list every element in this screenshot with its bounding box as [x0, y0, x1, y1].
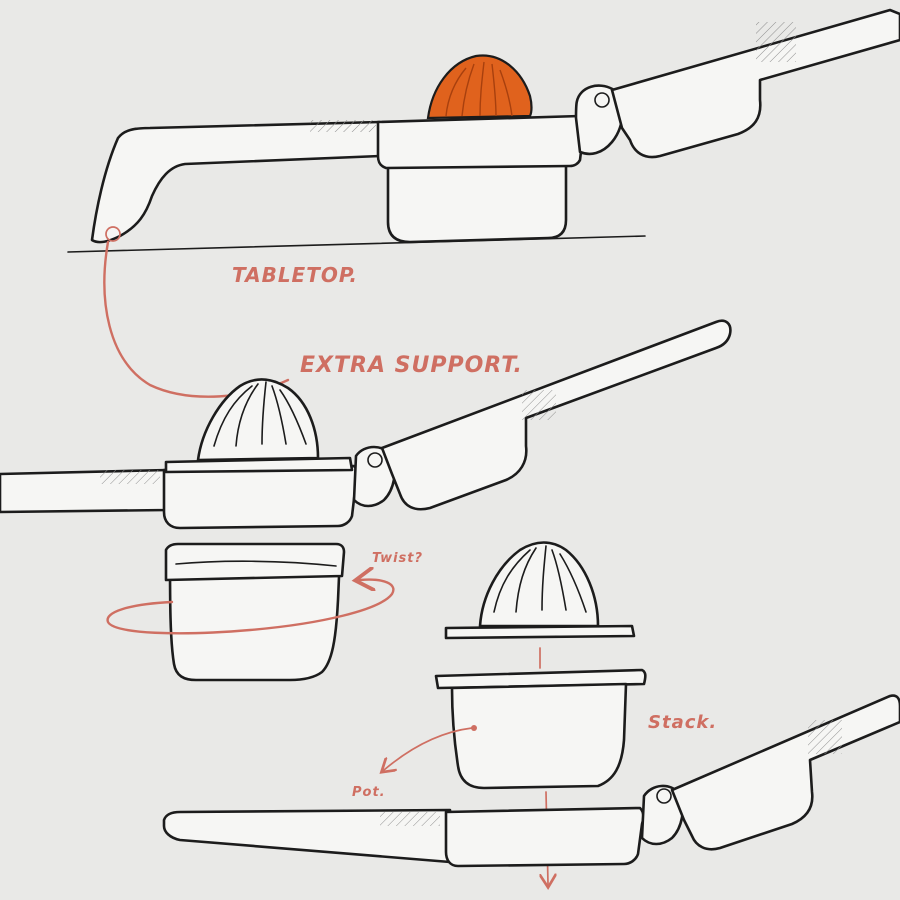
hatch-lower-handle-2: [100, 470, 160, 484]
annotation-extra-support: EXTRA SUPPORT.: [300, 353, 523, 378]
cup-body-1: [386, 158, 568, 244]
hinge-pin-2: [367, 452, 383, 468]
hatch-stack-lower-handle: [380, 812, 440, 826]
hinge-1: [574, 84, 625, 156]
pot-point: [471, 725, 477, 731]
annotation-tabletop: TABLETOP.: [232, 263, 358, 287]
stack-upper-handle: [670, 694, 900, 851]
annotation-stack: Stack.: [648, 712, 717, 733]
hatch-upper-handle-2: [522, 390, 556, 420]
sketch-press-on-tabletop: [67, 8, 900, 253]
upper-handle-2: [380, 319, 732, 511]
stack-reamer-ribs: [493, 545, 587, 613]
stack-reamer-cone: [478, 541, 600, 628]
annotation-pot: Pot.: [352, 785, 386, 800]
hinge-pin-1: [594, 92, 610, 108]
sketch-twist-cup: [164, 542, 346, 682]
orange-segment-lines: [445, 61, 513, 117]
stack-hinge: [640, 784, 685, 846]
sketch-press-with-reamer: [0, 319, 732, 530]
sketch-stack: [162, 541, 900, 885]
stack-hinge-pin: [656, 788, 672, 804]
annotation-twist: Twist?: [372, 551, 423, 566]
stack-press-head: [444, 806, 645, 868]
upper-handle-1: [610, 8, 900, 159]
hinge-2: [352, 445, 397, 508]
hatch-upper-handle-1: [756, 22, 796, 62]
stack-cup-body: [450, 682, 628, 790]
reamer-cone-2: [196, 378, 320, 462]
pot-arrow: [384, 727, 473, 770]
hatch-lower-handle: [310, 120, 376, 132]
stack-reamer-plate: [444, 624, 636, 640]
support-point-circle: [105, 226, 121, 242]
tabletop-line: [67, 235, 646, 253]
twist-cup-inner-line: [175, 560, 337, 567]
press-head-2: [162, 464, 359, 530]
hatch-stack-upper-handle: [808, 720, 842, 754]
press-head-1: [376, 114, 586, 170]
reamer-ribs-2: [213, 381, 307, 447]
twist-cup-body: [168, 552, 342, 682]
orange-half: [426, 54, 533, 120]
lower-handle: [90, 120, 382, 244]
twist-arrow: [106, 580, 395, 635]
